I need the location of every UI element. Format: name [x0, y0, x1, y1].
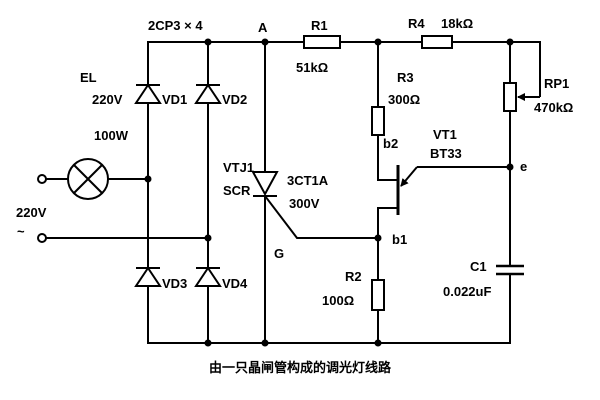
bridge-label: 2CP3 × 4: [148, 18, 203, 33]
ujt-e-label: e: [520, 159, 527, 174]
c1-name-label: C1: [470, 259, 487, 274]
resistor-r2: [371, 279, 385, 311]
vd1-label: VD1: [162, 92, 187, 107]
ujt-model-label: BT33: [430, 146, 462, 161]
lamp-name-label: EL: [80, 70, 97, 85]
lamp-power-label: 100W: [94, 128, 129, 143]
r1-name-label: R1: [311, 18, 328, 33]
input-voltage-label: 220V: [16, 205, 47, 220]
resistor-r3: [371, 106, 385, 136]
r3-value-label: 300Ω: [388, 92, 420, 107]
diode-vd2: [194, 83, 222, 104]
diode-vd4: [194, 266, 222, 287]
rp1-name-label: RP1: [544, 76, 569, 91]
scr-model-label: 3CT1A: [287, 173, 329, 188]
scr-gate-label: G: [274, 246, 284, 261]
gate-wire: [263, 194, 379, 239]
ujt-b1-wire: [377, 207, 399, 281]
r3-wire: [377, 41, 399, 181]
scr-vtj1-icon: [251, 171, 279, 197]
scr-type-label: SCR: [223, 183, 251, 198]
node-a-label: A: [258, 20, 268, 35]
junction-dots: [144, 38, 514, 347]
r2-name-label: R2: [345, 269, 362, 284]
scr-rating-label: 300V: [289, 196, 320, 211]
ujt-emitter-arrow: [400, 166, 418, 187]
input-terminal-top: [37, 174, 47, 184]
input-ac-symbol: ~: [17, 224, 25, 239]
ujt-name-label: VT1: [433, 127, 457, 142]
scr-name-label: VTJ1: [223, 160, 254, 175]
ujt-b2-label: b2: [383, 136, 398, 151]
resistor-r1: [303, 35, 341, 49]
r4-value-label: 18kΩ: [441, 16, 473, 31]
c1-value-label: 0.022uF: [443, 284, 491, 299]
diode-vd1: [134, 83, 162, 104]
vd4-label: VD4: [222, 276, 248, 291]
vd2-label: VD2: [222, 92, 247, 107]
potentiometer-rp1: [503, 82, 517, 112]
r2-value-label: 100Ω: [322, 293, 354, 308]
r1-value-label: 51kΩ: [296, 60, 328, 75]
ujt-b1-label: b1: [392, 232, 407, 247]
rp1-value-label: 470kΩ: [534, 100, 573, 115]
input-terminal-bottom: [37, 233, 47, 243]
top-rail: [147, 41, 541, 71]
r4-name-label: R4: [408, 16, 425, 31]
vd3-label: VD3: [162, 276, 187, 291]
lamp-el-icon: [67, 158, 109, 200]
diagram-caption: 由一只晶闸管构成的调光灯线路: [209, 360, 392, 376]
lamp-voltage-label: 220V: [92, 92, 123, 107]
diode-vd3: [134, 266, 162, 287]
resistor-r4: [421, 35, 453, 49]
r3-name-label: R3: [397, 70, 414, 85]
